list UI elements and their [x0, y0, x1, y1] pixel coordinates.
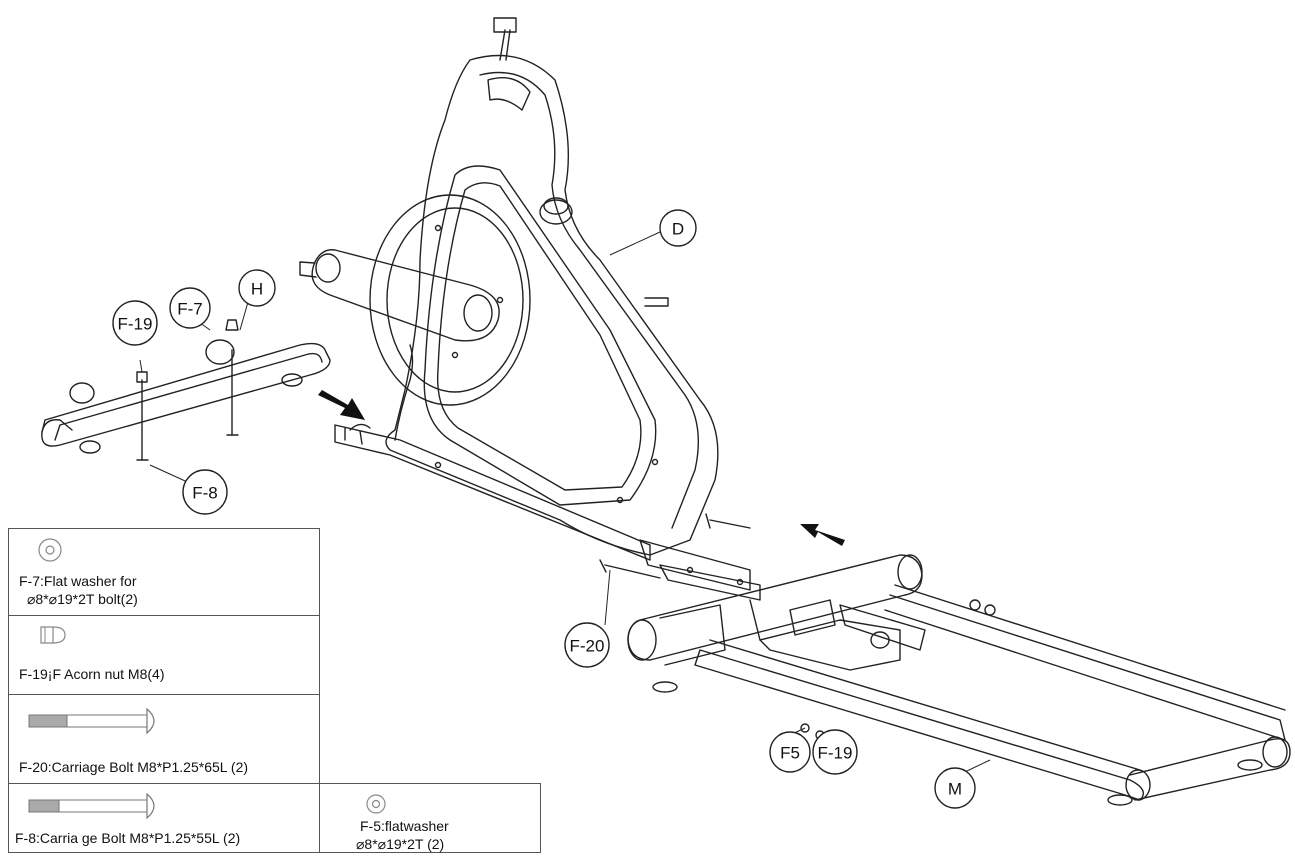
arrow-icon [800, 524, 845, 546]
callout-m [934, 767, 976, 809]
legend-text-f5-line2: ⌀8*⌀19*2T (2) [356, 836, 445, 852]
acorn-nut-icon [40, 626, 66, 644]
legend-row-f19: F-19¡F Acorn nut M8(4) [8, 615, 320, 695]
legend-text-f20: F-20:Carriage Bolt M8*P1.25*65L (2) [19, 759, 249, 775]
callout-label-m: M [948, 780, 962, 799]
callout-f5 [769, 731, 811, 773]
main-frame-d [299, 17, 761, 601]
callout-label-f7: F-7 [177, 300, 203, 319]
legend-row-f5: F-5:flatwasher ⌀8*⌀19*2T (2) [319, 783, 541, 853]
callout-label-f20: F-20 [570, 637, 605, 656]
callout-label-d: D [672, 220, 684, 239]
callout-f19-left [112, 300, 158, 346]
legend-text-f19: F-19¡F Acorn nut M8(4) [19, 666, 165, 682]
callout-h [238, 269, 276, 307]
legend-text-f8: F-8:Carria ge Bolt M8*P1.25*55L (2) [15, 830, 241, 846]
rear-base-m [627, 554, 1291, 806]
callout-label-f19-right: F-19 [818, 744, 853, 763]
legend-text-f5-line1: F-5:flatwasher [360, 818, 449, 834]
callout-label-f19-left: F-19 [118, 315, 153, 334]
arrow-icon [318, 390, 365, 420]
callout-f20 [564, 622, 610, 668]
callout-d [659, 209, 697, 247]
callout-f8 [182, 469, 228, 515]
legend-row-f8: F-8:Carria ge Bolt M8*P1.25*55L (2) [8, 783, 320, 853]
legend-text-f7-line1: F-7:Flat washer for [19, 573, 137, 589]
callout-f7 [169, 287, 211, 329]
legend-row-f7: F-7:Flat washer for ⌀8*⌀19*2T bolt(2) [8, 528, 320, 616]
callout-label-f8: F-8 [192, 484, 218, 503]
washer-icon [38, 538, 62, 562]
washer-icon [366, 794, 386, 814]
carriage-bolt-icon [28, 707, 155, 735]
legend-row-f20: F-20:Carriage Bolt M8*P1.25*65L (2) [8, 694, 320, 784]
front-stabilizer-h [41, 319, 331, 461]
carriage-bolt-icon [28, 792, 155, 820]
callout-label-h: H [251, 280, 263, 299]
callout-f19-right [812, 729, 858, 775]
callout-label-f5: F5 [780, 744, 800, 763]
legend-text-f7-line2: ⌀8*⌀19*2T bolt(2) [27, 591, 138, 607]
